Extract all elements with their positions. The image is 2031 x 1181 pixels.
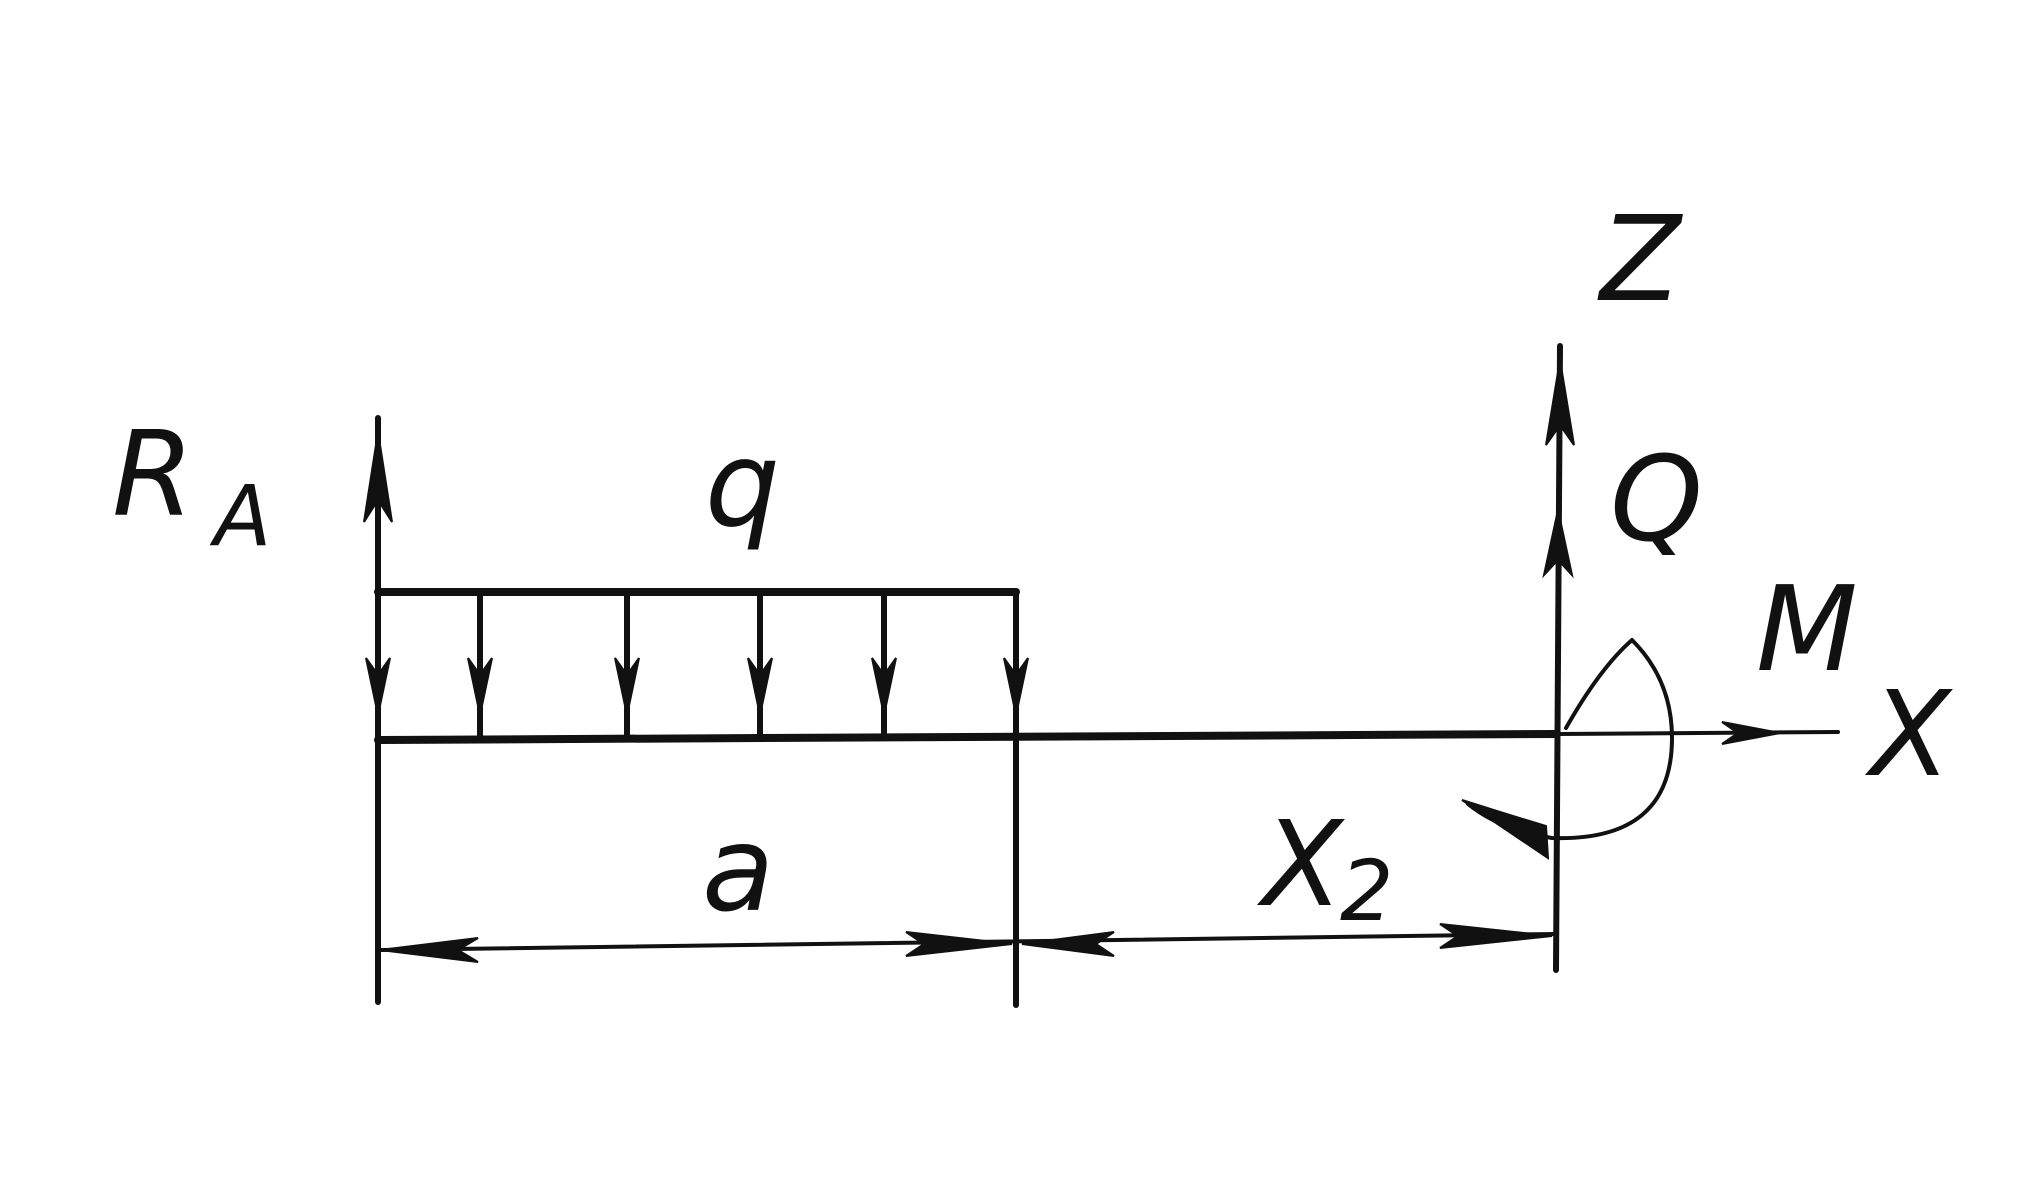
dimension-a-label: a — [702, 800, 774, 938]
dim-a-arrowhead-right — [905, 931, 1013, 957]
reaction-label: R — [112, 405, 194, 543]
dim-a-arrowhead-left — [379, 937, 479, 963]
shear-arrowhead — [1542, 509, 1574, 579]
dimension-x2-label: X — [1256, 795, 1345, 933]
dimension-x2-subscript: 2 — [1340, 842, 1393, 940]
axis-x-label: X — [1864, 665, 1953, 803]
axis-z-arrowhead — [1545, 359, 1575, 446]
axis-z-line — [1553, 343, 1563, 973]
shear-label: Q — [1610, 430, 1703, 568]
load-arrowhead — [467, 657, 493, 716]
axis-x-line — [1554, 730, 1840, 736]
load-label: q — [705, 415, 780, 553]
moment-label: M — [1756, 560, 1858, 698]
beam — [374, 730, 1560, 744]
load-arrowhead — [871, 657, 897, 716]
moment-arrowhead — [1461, 799, 1550, 860]
dim-x2-arrowhead-left — [1021, 931, 1115, 957]
axis-x-arrowhead — [1721, 721, 1781, 745]
reaction-arrowhead — [363, 431, 393, 523]
axis-z-label: Z — [1597, 190, 1683, 328]
load-arrowhead — [1003, 657, 1029, 716]
reaction-label-subscript: A — [209, 467, 271, 565]
load-arrowhead — [614, 657, 640, 716]
load-arrowhead — [747, 657, 773, 716]
moment-arc — [1466, 638, 1674, 841]
dim-x2-arrowhead-right — [1439, 923, 1553, 949]
distributed-load-arrows — [365, 589, 1029, 741]
load-arrowhead — [365, 657, 391, 716]
